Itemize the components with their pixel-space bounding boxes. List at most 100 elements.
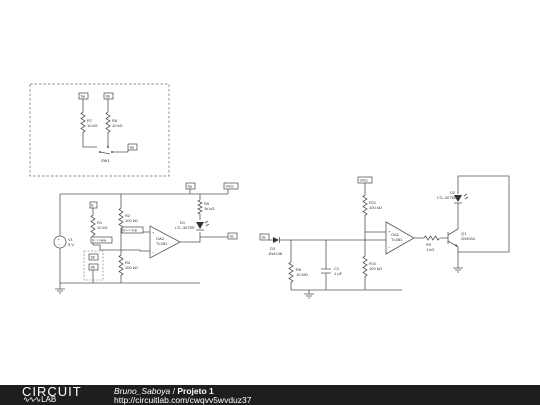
- resistor-r2: [118, 207, 124, 229]
- logo-lab-text: LAB: [41, 395, 57, 404]
- switch-block: Sa Sb R7 10 kΩ R8 10 kΩ SW1 Sa: [29, 83, 170, 177]
- project-credit: Bruno_Saboya / Projeto 1: [114, 386, 214, 396]
- svg-text:Sc: Sc: [230, 235, 234, 239]
- r4-value: 100 kΩ: [125, 265, 138, 270]
- net-flag-sa-1[interactable]: Sa: [78, 92, 89, 100]
- r7-value: 10 kΩ: [87, 123, 98, 128]
- sensor-box: [83, 250, 104, 281]
- circuitlab-logo-bottom: ∿∿∿LAB: [23, 396, 56, 404]
- r2-name: R2: [125, 213, 131, 218]
- q1-name: Q1: [461, 231, 467, 236]
- opamp-left[interactable]: + −: [149, 225, 181, 259]
- zigzag-icon: ∿∿∿: [23, 395, 41, 404]
- net-flag-sb-1[interactable]: Sb: [103, 92, 114, 100]
- opamp-right[interactable]: + −: [385, 221, 415, 255]
- svg-text:−: −: [152, 250, 155, 255]
- r6-value: 10 MΩ: [296, 272, 308, 277]
- v1-value: 5 V: [68, 242, 74, 247]
- resistor-r8: [105, 111, 111, 133]
- r9-value: 1 kΩ: [426, 247, 434, 252]
- net-flag-sb-top[interactable]: S: [89, 201, 98, 209]
- resistor-r5: [197, 199, 203, 215]
- voltage-source-v1[interactable]: + −: [53, 235, 67, 249]
- left-circuit: Sa VVcc + − V1 5 V S R1 10 kΩ: [53, 182, 239, 294]
- author-name[interactable]: Bruno_Saboya: [114, 386, 171, 396]
- r10-value: 100 kΩ: [369, 266, 382, 271]
- d3-name: D3: [270, 246, 276, 251]
- project-name[interactable]: Projeto 1: [177, 386, 214, 396]
- led-d2[interactable]: [454, 193, 469, 204]
- d3-value: 1N4148: [268, 251, 283, 256]
- capacitor-c1[interactable]: [321, 268, 331, 274]
- diode-d3[interactable]: [273, 237, 280, 243]
- r8-name: R8: [112, 118, 118, 123]
- svg-text:Sb: Sb: [91, 266, 95, 270]
- svg-text:Sa: Sa: [81, 95, 85, 99]
- resistor-r4: [118, 254, 124, 276]
- r9-name: R9: [426, 242, 432, 247]
- svg-text:V+ = 4.8: V+ = 4.8: [123, 229, 137, 233]
- resistor-r11: [362, 194, 368, 216]
- svg-text:Sb: Sb: [91, 256, 95, 260]
- net-flag-sb-3[interactable]: Sb: [88, 263, 99, 271]
- svg-text:+: +: [152, 230, 155, 235]
- r5-value: 1k kΩ: [204, 206, 214, 211]
- opamp-right-value: TL081: [391, 237, 403, 242]
- svg-text:+: +: [388, 229, 391, 234]
- svg-text:+: +: [58, 237, 61, 242]
- led-d1[interactable]: [196, 220, 210, 231]
- net-flag-sa-3[interactable]: Sa: [185, 182, 196, 190]
- opamp-right-name: OA2: [391, 232, 400, 237]
- circuitlab-logo-top: CIRCUIT: [22, 384, 82, 399]
- svg-text:V- = new: V- = new: [92, 239, 106, 243]
- net-flag-sc-2[interactable]: Sc: [259, 233, 270, 241]
- d2-value: LTL-307EE: [437, 195, 457, 200]
- c1-name: C1: [334, 266, 340, 271]
- ground-right: [304, 290, 314, 299]
- r6-name: R6: [296, 267, 302, 272]
- svg-text:VVcc: VVcc: [226, 185, 235, 189]
- resistor-r10: [362, 255, 368, 277]
- r10-name: R10: [369, 261, 377, 266]
- svg-text:Sa: Sa: [130, 146, 134, 150]
- q1-value: 2N3904: [461, 236, 476, 241]
- net-flag-sa-2[interactable]: Sa: [127, 143, 138, 151]
- net-flag-sb-2[interactable]: Sb: [88, 253, 99, 261]
- r11-name: R11: [369, 200, 377, 205]
- sw1-label: SW1: [101, 158, 110, 163]
- credit-separator: /: [172, 386, 175, 396]
- annotation-v-minus: V- = new: [90, 236, 113, 244]
- schematic-canvas[interactable]: Sa Sb R7 10 kΩ R8 10 kΩ SW1 Sa: [0, 0, 540, 385]
- r7-name: R7: [87, 118, 93, 123]
- annotation-v-plus: V+ = 4.8: [121, 226, 144, 234]
- transistor-q1[interactable]: [447, 212, 459, 268]
- svg-text:S: S: [91, 204, 94, 208]
- d1-value: LTL-307EE: [175, 225, 195, 230]
- net-flag-sc-1[interactable]: Sc: [227, 232, 238, 240]
- net-flag-vcc-2[interactable]: VVcc: [357, 176, 373, 184]
- svg-text:Sc: Sc: [262, 236, 266, 240]
- r11-value: 100 kΩ: [369, 205, 382, 210]
- svg-text:VVcc: VVcc: [360, 179, 369, 183]
- ground-q1: [453, 267, 463, 273]
- svg-text:−: −: [58, 242, 61, 247]
- r1-name: R1: [97, 220, 103, 225]
- svg-text:Sa: Sa: [188, 185, 192, 189]
- opamp-left-value: TL081: [156, 241, 168, 246]
- v1-name: V1: [68, 237, 74, 242]
- footer-bar: CIRCUIT ∿∿∿LAB Bruno_Saboya / Projeto 1 …: [0, 385, 540, 405]
- opamp-left-name: OA2: [156, 236, 165, 241]
- right-circuit: Sc D3 1N4148 R6 10 MΩ C1 1 µF VVcc: [259, 175, 510, 299]
- switch-sw1[interactable]: [99, 146, 129, 155]
- r4-name: R4: [125, 260, 131, 265]
- resistor-r9: [423, 235, 440, 241]
- ground-left: [55, 288, 65, 294]
- net-flag-vcc-1[interactable]: VVcc: [223, 182, 239, 190]
- r5-name: R5: [204, 201, 210, 206]
- resistor-r6: [288, 261, 294, 283]
- r2-value: 100 kΩ: [125, 218, 138, 223]
- svg-text:−: −: [388, 245, 391, 250]
- c1-value: 1 µF: [334, 271, 343, 276]
- resistor-r1: [90, 214, 96, 236]
- project-url[interactable]: http://circuitlab.com/cwqvv5wvduz37: [114, 395, 252, 405]
